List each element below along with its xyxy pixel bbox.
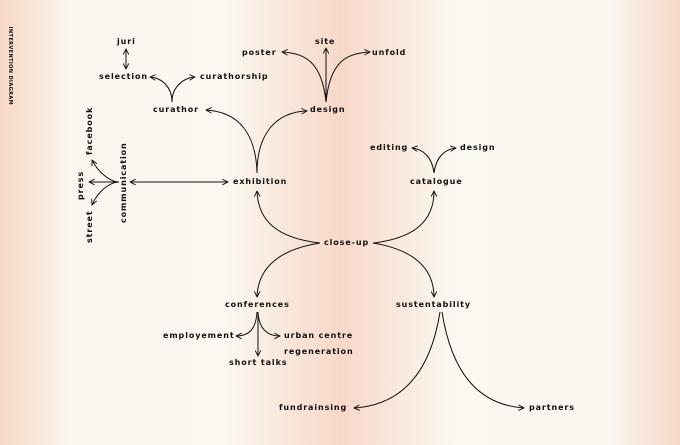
connector-conferences-employement (236, 311, 258, 336)
connector-closeup-exhibition (257, 191, 321, 244)
connector-design-poster (282, 52, 327, 103)
node-editing: editing (370, 143, 409, 152)
connector-exhibition-design (256, 111, 307, 174)
node-facebook: facebook (85, 106, 94, 155)
connector-closeup-conferences (257, 242, 321, 297)
connector-closeup-sustentability (372, 242, 434, 297)
node-short-talks: short talks (229, 358, 288, 367)
node-employement: employement (163, 331, 235, 340)
node-catalogue: catalogue (410, 177, 463, 186)
connector-closeup-catalogue (372, 191, 434, 244)
node-fundrainsing: fundrainsing (279, 403, 348, 412)
node-press: press (76, 170, 85, 200)
node-urban-centre: urban centre (284, 331, 354, 340)
connector-catalogue-design (433, 148, 456, 174)
node-design: design (310, 105, 346, 114)
node-poster: poster (242, 48, 277, 57)
connector-curathor-curathorship (171, 77, 195, 103)
connector-design-unfold (325, 52, 370, 103)
connector-communication-street (92, 181, 120, 205)
node-conferences: conferences (225, 300, 290, 309)
node-communication: communication (119, 142, 128, 223)
node-curathor: curathor (153, 105, 199, 114)
node-site: site (315, 37, 336, 46)
connector-conferences-urban-centre (257, 311, 280, 336)
connector-sustentability-partners (441, 311, 524, 408)
connector-communication-facebook (92, 160, 120, 183)
connector-exhibition-curathor (206, 110, 258, 174)
node-curathorship: curathorship (200, 72, 269, 81)
node-street: street (85, 210, 94, 243)
node-close-up: close-up (324, 238, 370, 247)
node-juri: juri (117, 37, 136, 46)
node-exhibition: exhibition (233, 177, 288, 186)
node-design-catalogue: design (460, 143, 496, 152)
connector-sustentability-fundrainsing (354, 311, 441, 408)
node-unfold: unfold (372, 48, 407, 57)
connector-curathor-selection (150, 77, 173, 103)
node-sustentability: sustentability (396, 300, 471, 309)
node-regeneration: regeneration (284, 347, 354, 356)
node-selection: selection (99, 72, 148, 81)
node-partners: partners (529, 403, 575, 412)
connector-catalogue-editing (412, 148, 435, 174)
